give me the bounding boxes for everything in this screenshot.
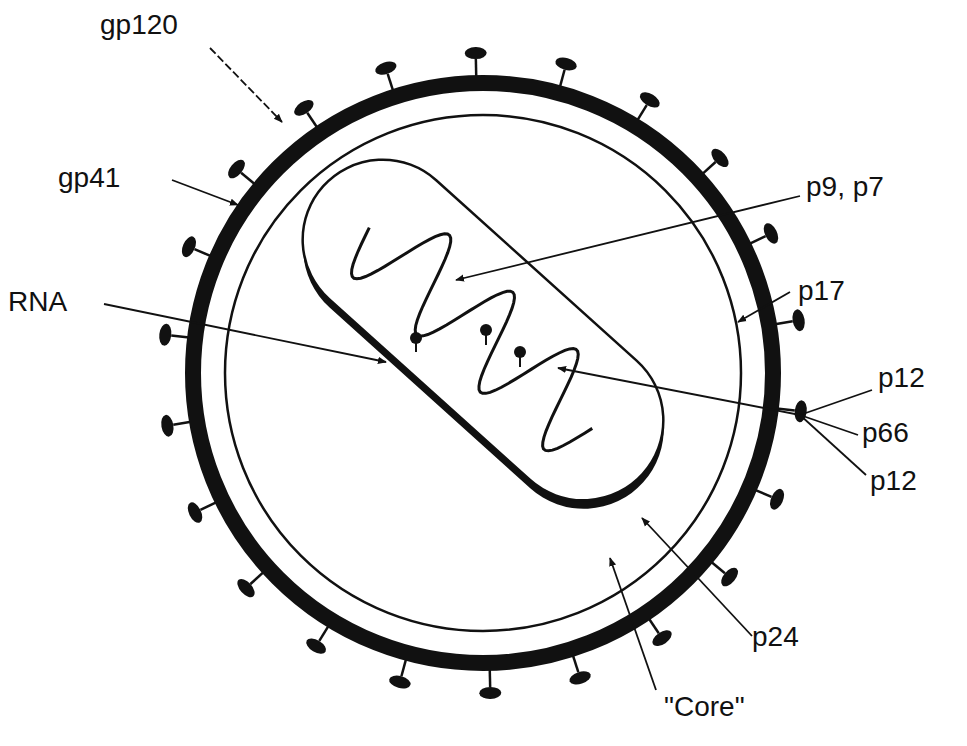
spike-stem [475, 59, 478, 77]
spike-knob [708, 146, 732, 170]
spike-stem [173, 422, 191, 425]
enzyme-dots [410, 324, 526, 367]
spike-knob [179, 234, 199, 259]
spike-knob [374, 59, 399, 77]
spike-stem [637, 105, 646, 120]
spike-stem [749, 236, 765, 244]
part-label: p12 [870, 466, 917, 497]
spike-knob [388, 673, 412, 690]
spike-knob [637, 89, 662, 111]
spike-stem [649, 618, 659, 633]
spike-stem [200, 502, 216, 510]
spike-stem [194, 249, 211, 256]
spike-knob [568, 669, 593, 687]
leader-line [738, 292, 790, 322]
rna-strand [337, 192, 624, 464]
spike-stem [488, 669, 491, 687]
part-label: p17 [798, 276, 845, 307]
enzyme-dot [514, 346, 526, 358]
spike-knob [791, 308, 806, 332]
leader-line [456, 196, 800, 280]
spike-stem [560, 70, 565, 87]
spike-knob [650, 627, 675, 649]
bracket-line [800, 415, 858, 435]
spike-stem [711, 562, 725, 573]
spike-knob [767, 487, 787, 512]
leader-line [210, 48, 282, 122]
spike-knob [291, 97, 316, 119]
spike-stem [171, 335, 189, 337]
capsid-core [266, 127, 701, 542]
part-label: p66 [862, 418, 909, 449]
matrix-ring [225, 115, 741, 631]
core-outline [270, 127, 697, 534]
part-label: RNA [8, 287, 67, 318]
spike-stem [388, 74, 393, 91]
spike-knob [185, 500, 205, 525]
bracket-line [800, 390, 872, 415]
spike-stem [775, 321, 793, 324]
spike-stem [319, 626, 328, 641]
spike-knob [160, 414, 175, 438]
spike-knob [554, 55, 578, 72]
leader-line [104, 304, 386, 362]
leader-lines [104, 48, 872, 690]
spike-knob [718, 565, 741, 590]
envelope-ring [193, 83, 773, 663]
spike-stem [702, 162, 715, 174]
leader-line [172, 180, 238, 205]
part-label: gp41 [58, 163, 120, 194]
enzyme-dot [410, 332, 422, 344]
leader-line [610, 558, 656, 690]
part-label: p24 [752, 622, 799, 653]
leader-line [558, 368, 800, 415]
bracket-line [800, 415, 866, 475]
spike-group [158, 47, 808, 699]
leader-line [642, 518, 752, 636]
part-label: p9, p7 [806, 172, 884, 203]
spike-stem [250, 572, 263, 584]
spike-knob [225, 157, 248, 182]
spike-knob [234, 576, 258, 600]
spike-stem [755, 490, 772, 497]
part-label: gp120 [100, 10, 178, 41]
spike-knob [158, 323, 173, 346]
spike-knob [479, 687, 501, 699]
spike-knob [304, 635, 329, 657]
enzyme-dot [480, 324, 492, 336]
spike-stem [241, 173, 255, 184]
spike-stem [573, 655, 578, 672]
spike-knob [761, 221, 781, 246]
spike-stem [401, 659, 406, 676]
spike-stem [307, 113, 317, 128]
part-label: p12 [878, 363, 925, 394]
part-label: "Core" [664, 692, 745, 723]
spike-knob [465, 47, 487, 59]
